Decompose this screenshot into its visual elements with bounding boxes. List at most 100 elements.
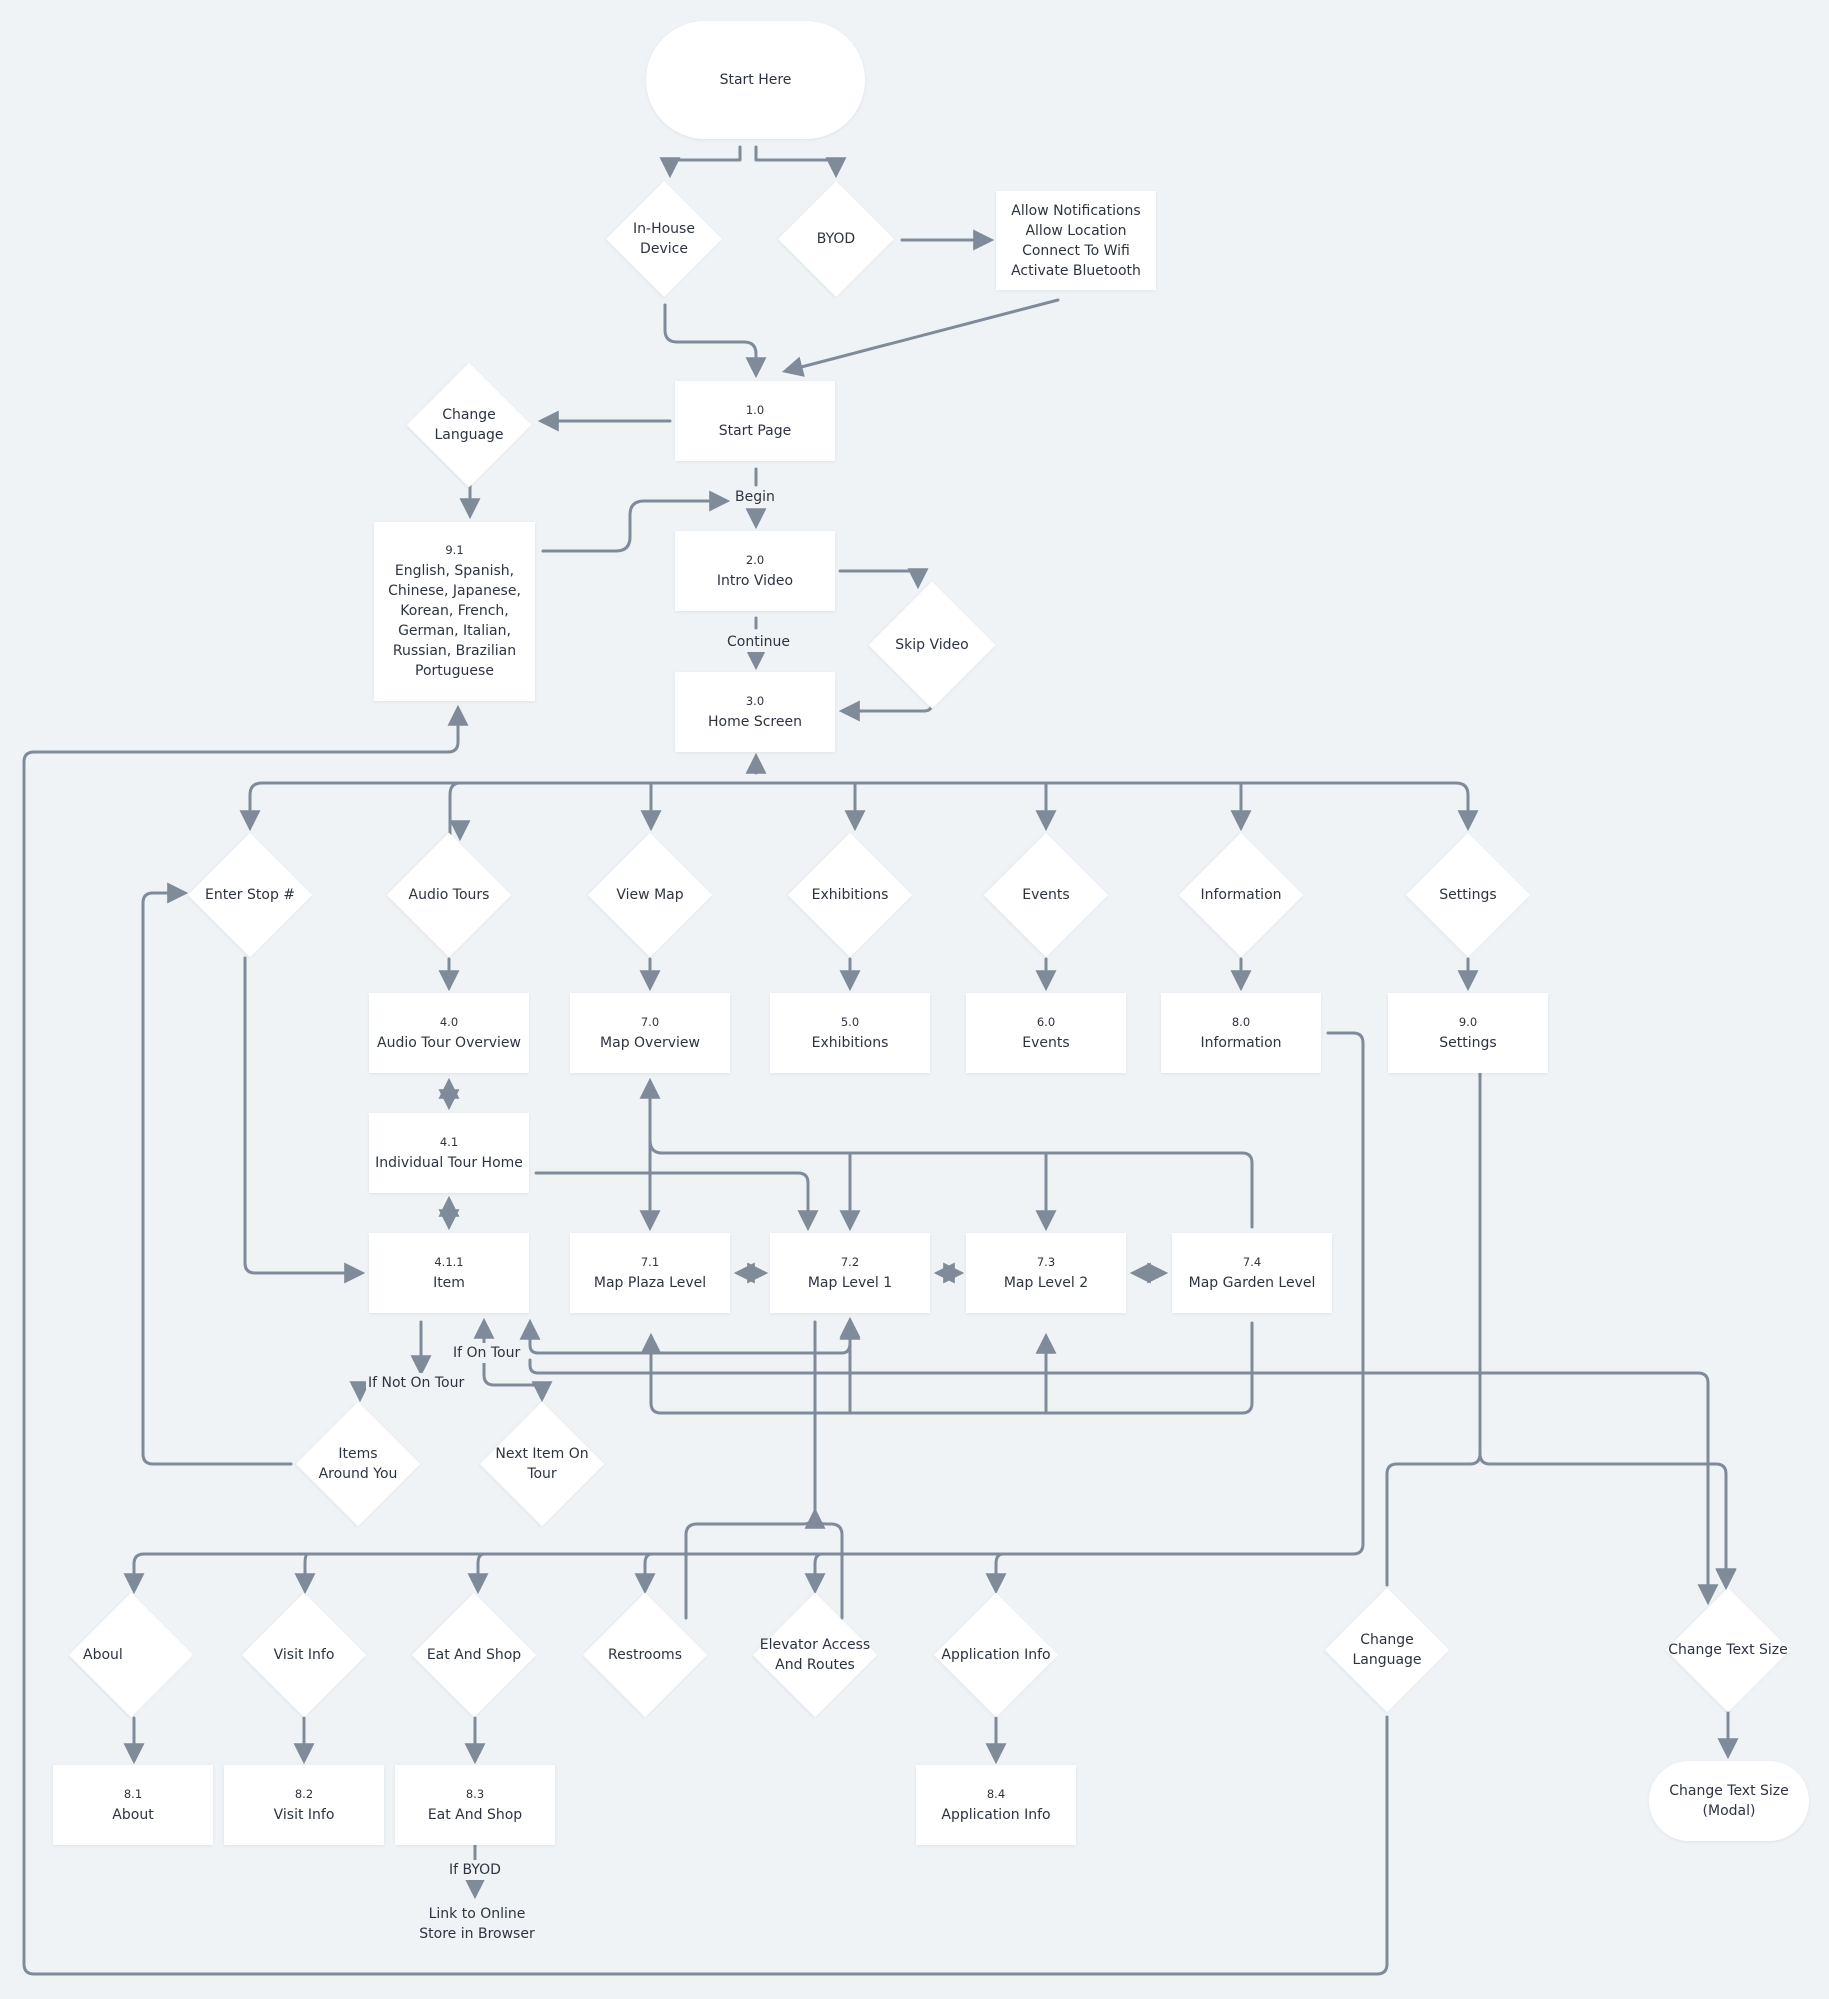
events-label: Events — [1022, 887, 1070, 903]
about-box[interactable]: 8.1 About — [53, 1765, 213, 1845]
edge-intro-skip — [838, 568, 929, 590]
home-screen-box[interactable]: 3.0 Home Screen — [675, 672, 835, 752]
edge-info-bus — [132, 1031, 1365, 1592]
if-on-tour-label: If On Tour — [451, 1343, 523, 1363]
permissions-label: Allow Notifications Allow Location Conne… — [1011, 202, 1141, 279]
edge-changelang-loop — [22, 704, 1389, 1976]
item-label: Item — [433, 1274, 465, 1291]
app-info-box[interactable]: 8.4 Application Info — [916, 1765, 1076, 1845]
edge-map-bottom-loop — [649, 1323, 1254, 1415]
online-store-label[interactable]: Link to Online Store in Browser — [410, 1904, 544, 1944]
tour-home-num: 4.1 — [439, 1134, 459, 1149]
map-level2-box[interactable]: 7.3 Map Level 2 — [966, 1233, 1126, 1313]
byod-label: BYOD — [816, 231, 856, 247]
eat-shop-num: 8.3 — [465, 1786, 485, 1801]
map-level2-num: 7.3 — [1036, 1254, 1056, 1269]
audio-overview-box[interactable]: 4.0 Audio Tour Overview — [369, 993, 529, 1073]
edge-around-enterstop — [141, 882, 293, 1466]
visit-info-diamond[interactable]: Visit Info — [241, 1592, 367, 1718]
in-house-device-diamond[interactable]: In-House Device — [606, 181, 722, 297]
item-box[interactable]: 4.1.1 Item — [369, 1233, 529, 1313]
information-num: 8.0 — [1231, 1014, 1251, 1029]
start-label: Start Here — [719, 72, 792, 88]
if-byod-label: If BYOD — [447, 1860, 503, 1880]
about-diamond[interactable]: Aboul — [68, 1592, 194, 1718]
intro-video-box[interactable]: 2.0 Intro Video — [675, 531, 835, 611]
next-item-diamond[interactable]: Next Item On Tour — [479, 1401, 605, 1527]
map-level1-box[interactable]: 7.2 Map Level 1 — [770, 1233, 930, 1313]
app-info-diamond[interactable]: Application Info — [933, 1592, 1059, 1718]
information-label: Information — [1200, 887, 1282, 903]
edge-inhouse-startpage — [663, 303, 767, 379]
elevator-label: Elevator Access And Routes — [759, 1637, 871, 1673]
change-language-top-diamond[interactable]: Change Language — [406, 362, 532, 488]
settings-diamond[interactable]: Settings — [1405, 832, 1531, 958]
map-level2-label: Map Level 2 — [1003, 1274, 1089, 1291]
items-around-diamond[interactable]: Items Around You — [295, 1401, 421, 1527]
permissions-box[interactable]: Allow Notifications Allow Location Conne… — [996, 191, 1156, 290]
map-plaza-box[interactable]: 7.1 Map Plaza Level — [570, 1233, 730, 1313]
eat-shop-box[interactable]: 8.3 Eat And Shop — [395, 1765, 555, 1845]
change-text-size-diamond[interactable]: Change Text Size — [1664, 1587, 1792, 1713]
map-plaza-num: 7.1 — [640, 1254, 660, 1269]
exhibitions-box[interactable]: 5.0 Exhibitions — [770, 993, 930, 1073]
edge-settings-branch — [1385, 1071, 1726, 1585]
if-not-on-tour-label: If Not On Tour — [366, 1373, 467, 1393]
events-box[interactable]: 6.0 Events — [966, 993, 1126, 1073]
intro-video-label: Intro Video — [716, 572, 794, 589]
events-diamond[interactable]: Events — [983, 832, 1109, 958]
item-num: 4.1.1 — [434, 1254, 464, 1269]
home-screen-num: 3.0 — [745, 693, 765, 708]
view-map-diamond[interactable]: View Map — [587, 832, 713, 958]
map-level1-label: Map Level 1 — [807, 1274, 893, 1291]
edge-languages-begin — [541, 490, 731, 553]
tour-home-box[interactable]: 4.1 Individual Tour Home — [369, 1113, 529, 1193]
start-page-num: 1.0 — [745, 402, 765, 417]
restrooms-diamond[interactable]: Restrooms — [582, 1592, 708, 1718]
map-overview-box[interactable]: 7.0 Map Overview — [570, 993, 730, 1073]
visit-info-screen-label: Visit Info — [273, 1806, 335, 1823]
elevator-diamond[interactable]: Elevator Access And Routes — [750, 1592, 880, 1718]
map-overview-num: 7.0 — [640, 1014, 660, 1029]
edge-restrooms-level1 — [684, 1320, 844, 1620]
enter-stop-diamond[interactable]: Enter Stop # — [187, 832, 313, 958]
enter-stop-label: Enter Stop # — [204, 887, 296, 903]
skip-video-diamond[interactable]: Skip Video — [868, 581, 996, 709]
app-info-screen-label: Application Info — [941, 1806, 1051, 1823]
visit-info-diamond-label: Visit Info — [273, 1647, 335, 1663]
audio-overview-num: 4.0 — [439, 1014, 459, 1029]
change-language-bottom-diamond[interactable]: Change Language — [1324, 1587, 1450, 1713]
events-num: 6.0 — [1036, 1014, 1056, 1029]
intro-video-num: 2.0 — [745, 552, 765, 567]
about-num: 8.1 — [123, 1786, 143, 1801]
edge-start-inhouse — [659, 145, 742, 179]
exhibitions-diamond[interactable]: Exhibitions — [787, 832, 913, 958]
visit-info-box[interactable]: 8.2 Visit Info — [224, 1765, 384, 1845]
start-oval[interactable]: Start Here — [646, 21, 865, 139]
about-diamond-label: Aboul — [83, 1647, 123, 1663]
exhibitions-label: Exhibitions — [811, 887, 889, 903]
byod-diamond[interactable]: BYOD — [778, 181, 894, 297]
continue-label: Continue — [725, 632, 792, 652]
change-text-size-label: Change Text Size — [1668, 1642, 1788, 1658]
in-house-device-label: In-House Device — [633, 221, 695, 257]
text-size-modal-oval[interactable]: Change Text Size (Modal) — [1649, 1761, 1809, 1841]
eat-shop-diamond[interactable]: Eat And Shop — [411, 1592, 537, 1718]
exhibitions-num: 5.0 — [840, 1014, 860, 1029]
view-map-label: View Map — [616, 887, 684, 903]
information-box[interactable]: 8.0 Information — [1161, 993, 1321, 1073]
map-garden-box[interactable]: 7.4 Map Garden Level — [1172, 1233, 1332, 1313]
languages-label: English, Spanish, Chinese, Japanese, Kor… — [388, 563, 521, 679]
audio-overview-label: Audio Tour Overview — [377, 1034, 521, 1051]
information-diamond[interactable]: Information — [1178, 832, 1304, 958]
languages-num: 9.1 — [445, 543, 464, 557]
languages-box[interactable]: 9.1 English, Spanish, Chinese, Japanese,… — [374, 522, 535, 701]
settings-box[interactable]: 9.0 Settings — [1388, 993, 1548, 1073]
tour-home-label: Individual Tour Home — [375, 1154, 523, 1171]
audio-tours-diamond[interactable]: Audio Tours — [386, 832, 512, 958]
text-size-modal-label: Change Text Size (Modal) — [1669, 1783, 1789, 1819]
start-page-box[interactable]: 1.0 Start Page — [675, 381, 835, 461]
edge-item-level1 — [519, 1316, 861, 1355]
edge-mapoverview-branches — [648, 1138, 1254, 1229]
